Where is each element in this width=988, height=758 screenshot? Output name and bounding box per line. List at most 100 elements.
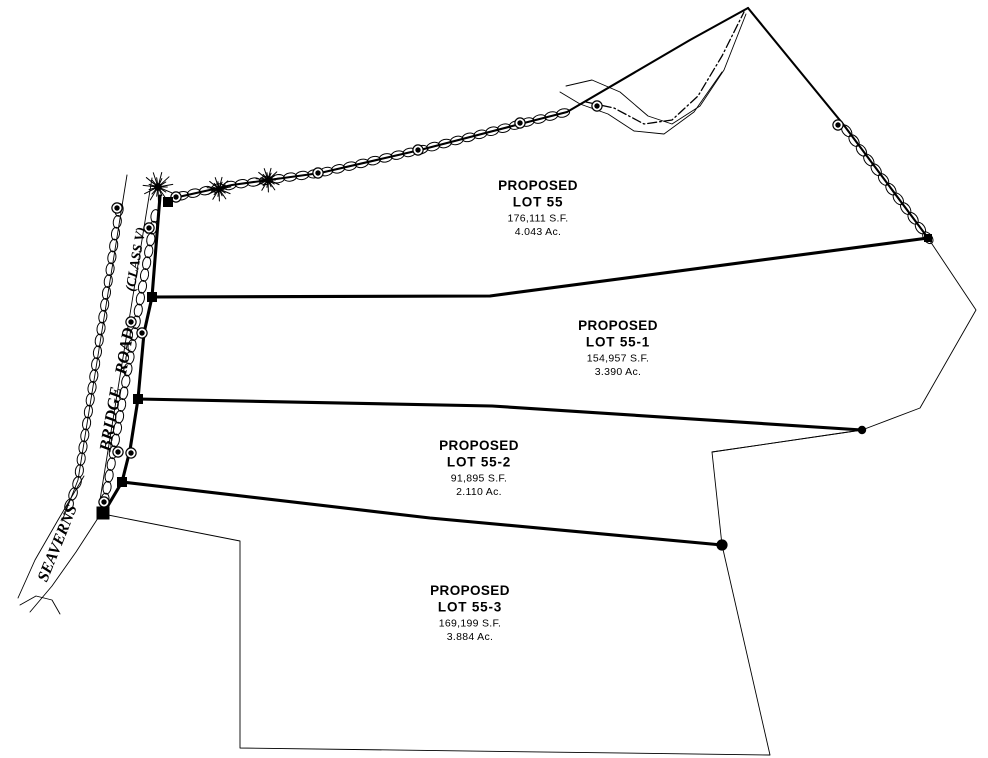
monument-icon — [514, 117, 526, 129]
stone-wall-link — [485, 126, 500, 137]
bound-monument-icon — [133, 394, 143, 404]
stone-wall-link — [343, 161, 358, 171]
tree-symbols — [142, 167, 281, 203]
stream-wetland-north — [559, 11, 747, 135]
stone-wall-link — [114, 409, 125, 424]
bound-monument-icon — [924, 234, 932, 242]
stone-wall-link — [331, 164, 346, 174]
lot-label-line: PROPOSED — [430, 583, 510, 598]
stone-wall-link — [109, 238, 119, 253]
monument-icon — [143, 222, 155, 234]
stone-wall-link — [127, 339, 137, 353]
stone-wall-link — [354, 158, 369, 169]
monument-icon — [591, 100, 603, 112]
stone-wall-link — [107, 250, 117, 265]
stone-wall-link — [110, 433, 120, 448]
stone-wall-link — [473, 129, 488, 140]
lot-label-line: 4.043 Ac. — [515, 226, 561, 238]
stone-wall-link — [112, 214, 122, 229]
road-label-bridge: BRIDGE — [95, 385, 125, 453]
lot-55-3-boundary — [102, 481, 771, 756]
stone-wall-north — [174, 108, 571, 201]
tree-icon — [206, 176, 232, 202]
stone-wall-link — [892, 192, 904, 206]
monument-icon — [832, 119, 844, 131]
lot-label-line: 3.390 Ac. — [595, 366, 641, 378]
lot-55-1-boundary — [711, 237, 977, 453]
monument-icon — [136, 327, 148, 339]
bound-monument-icon — [147, 292, 157, 302]
seaverns-brook — [17, 475, 101, 615]
stone-wall-link — [98, 309, 108, 324]
stone-wall-link — [885, 182, 897, 196]
brook-label-seaverns: SEAVERNS — [35, 502, 81, 584]
stone-wall-link — [900, 202, 912, 215]
stone-wall-link — [89, 369, 99, 383]
stone-wall-link — [121, 374, 131, 389]
stone-wall-link — [87, 381, 97, 395]
monument-icon — [125, 316, 137, 328]
stone-wall-link — [112, 421, 123, 436]
div-55-1-to-55-2 — [136, 397, 864, 432]
stone-wall-link — [855, 143, 868, 157]
stone-wall-link — [94, 333, 104, 348]
stone-wall-link — [146, 232, 156, 247]
stone-wall-link — [366, 155, 381, 166]
stone-wall-link — [449, 135, 464, 146]
lot-corner-icon — [857, 425, 867, 435]
stone-wall-link — [91, 357, 101, 372]
lot-label-layer: PROPOSED LOT 55 176,111 S.F.4.043 Ac. PROPO… — [430, 178, 658, 643]
stone-wall-link — [295, 170, 310, 181]
lot-label-line: PROPOSED — [578, 318, 658, 333]
road-label-road: ROAD — [111, 326, 138, 377]
stone-wall-link — [142, 256, 152, 271]
lot-label-line: 176,111 S.F. — [507, 213, 568, 225]
monument-icon — [312, 167, 324, 179]
stone-wall-link — [186, 188, 201, 198]
div-55-to-55-1 — [150, 236, 930, 299]
stone-wall-link — [544, 111, 559, 121]
stone-wall-link — [461, 132, 476, 143]
stone-wall-link — [222, 180, 237, 191]
stone-wall-east — [841, 124, 934, 245]
monument-icon — [111, 202, 123, 214]
stone-wall-link — [105, 262, 115, 277]
bound-monument-icon — [117, 477, 127, 487]
stone-wall-link — [234, 179, 249, 189]
stone-wall-link — [378, 153, 393, 163]
stone-wall-link — [119, 386, 129, 401]
stone-wall-link — [870, 163, 882, 177]
lot-division-lines — [101, 194, 930, 547]
stone-wall-link — [246, 177, 261, 187]
stone-wall-link — [106, 457, 116, 471]
stone-wall-link — [437, 138, 452, 149]
monument-icon — [98, 496, 110, 508]
stone-wall-link — [556, 108, 571, 118]
tree-icon — [255, 167, 281, 193]
monument-icon — [125, 447, 137, 459]
stone-wall-link — [123, 362, 133, 377]
stone-wall-link — [137, 279, 148, 294]
stone-wall-link — [877, 173, 890, 186]
lot-corner-icon — [716, 539, 728, 551]
monument-icon — [412, 144, 424, 156]
stone-wall-link — [133, 303, 143, 318]
stone-wall-link — [497, 123, 511, 133]
stone-wall-link — [863, 153, 875, 167]
stone-wall-link — [532, 114, 547, 124]
lot-label-line: LOT 55 — [513, 195, 564, 210]
bound-monument-icon — [163, 197, 173, 207]
stone-wall-link — [144, 244, 154, 259]
stone-wall-link — [125, 350, 135, 365]
stone-wall-link — [117, 398, 127, 412]
lot-label-line: LOT 55-3 — [438, 600, 502, 615]
lot-label-line: 2.110 Ac. — [456, 486, 502, 498]
lot-label-line: 169,199 S.F. — [439, 618, 502, 630]
stone-wall-link — [64, 498, 74, 512]
stone-wall-link — [100, 297, 110, 312]
stone-wall-link — [110, 226, 121, 241]
stone-wall-link — [914, 221, 927, 235]
